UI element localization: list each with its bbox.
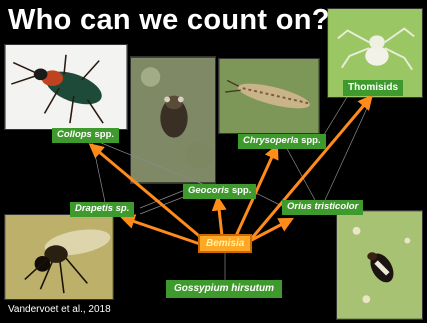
bug-on-leaf-image <box>131 57 215 183</box>
node-thomisids: Thomisids <box>343 80 403 96</box>
geocoris-photo <box>130 56 216 184</box>
link-drapetis-collops <box>92 140 105 202</box>
node-collops-genus: Collops <box>57 129 92 140</box>
node-chrysoperla: Chrysoperla spp. <box>238 134 326 149</box>
node-chrysoperla-genus: Chrysoperla <box>243 135 298 146</box>
link-orius-thomisids <box>325 95 373 200</box>
node-gossypium: Gossypium hirsutum <box>166 280 282 298</box>
fly-image <box>5 215 113 299</box>
link-geocoris-drapetis <box>140 190 185 208</box>
node-orius-name: Orius tristicolor <box>287 201 358 212</box>
citation: Vandervoet et al., 2018 <box>8 304 111 315</box>
node-chrysoperla-suffix: spp. <box>298 135 320 146</box>
arrow-to-geocoris <box>218 200 222 236</box>
link-orius-chrysoperla <box>285 145 315 200</box>
node-drapetis: Drapetis sp. <box>70 202 134 217</box>
node-geocoris: Geocoris spp. <box>183 184 256 199</box>
node-bemisia: Bemisia <box>198 234 252 253</box>
slide-title: Who can we count on? <box>8 4 330 37</box>
node-bemisia-name: Bemisia <box>206 238 244 249</box>
node-thomisids-text: Thomisids <box>348 82 398 93</box>
arrow-to-orius <box>248 220 290 242</box>
link-drapetis-geocoris <box>140 196 186 214</box>
node-gossypium-name: Gossypium hirsutum <box>174 283 274 294</box>
node-geocoris-suffix: spp. <box>229 185 251 196</box>
orius-photo <box>336 210 423 320</box>
link-chrysoperla-thomisids <box>322 97 347 138</box>
collops-photo <box>4 44 128 130</box>
chrysoperla-photo <box>218 58 320 134</box>
larva-image <box>219 59 319 133</box>
beetle-image <box>5 45 127 129</box>
node-orius: Orius tristicolor <box>282 200 363 215</box>
node-collops-suffix: spp. <box>92 129 114 140</box>
drapetis-photo <box>4 214 114 300</box>
arrow-to-drapetis <box>124 218 200 244</box>
node-drapetis-name: Drapetis sp. <box>75 203 129 214</box>
pirate-bug-image <box>337 211 422 319</box>
node-collops: Collops spp. <box>52 128 119 143</box>
node-geocoris-genus: Geocoris <box>188 185 229 196</box>
